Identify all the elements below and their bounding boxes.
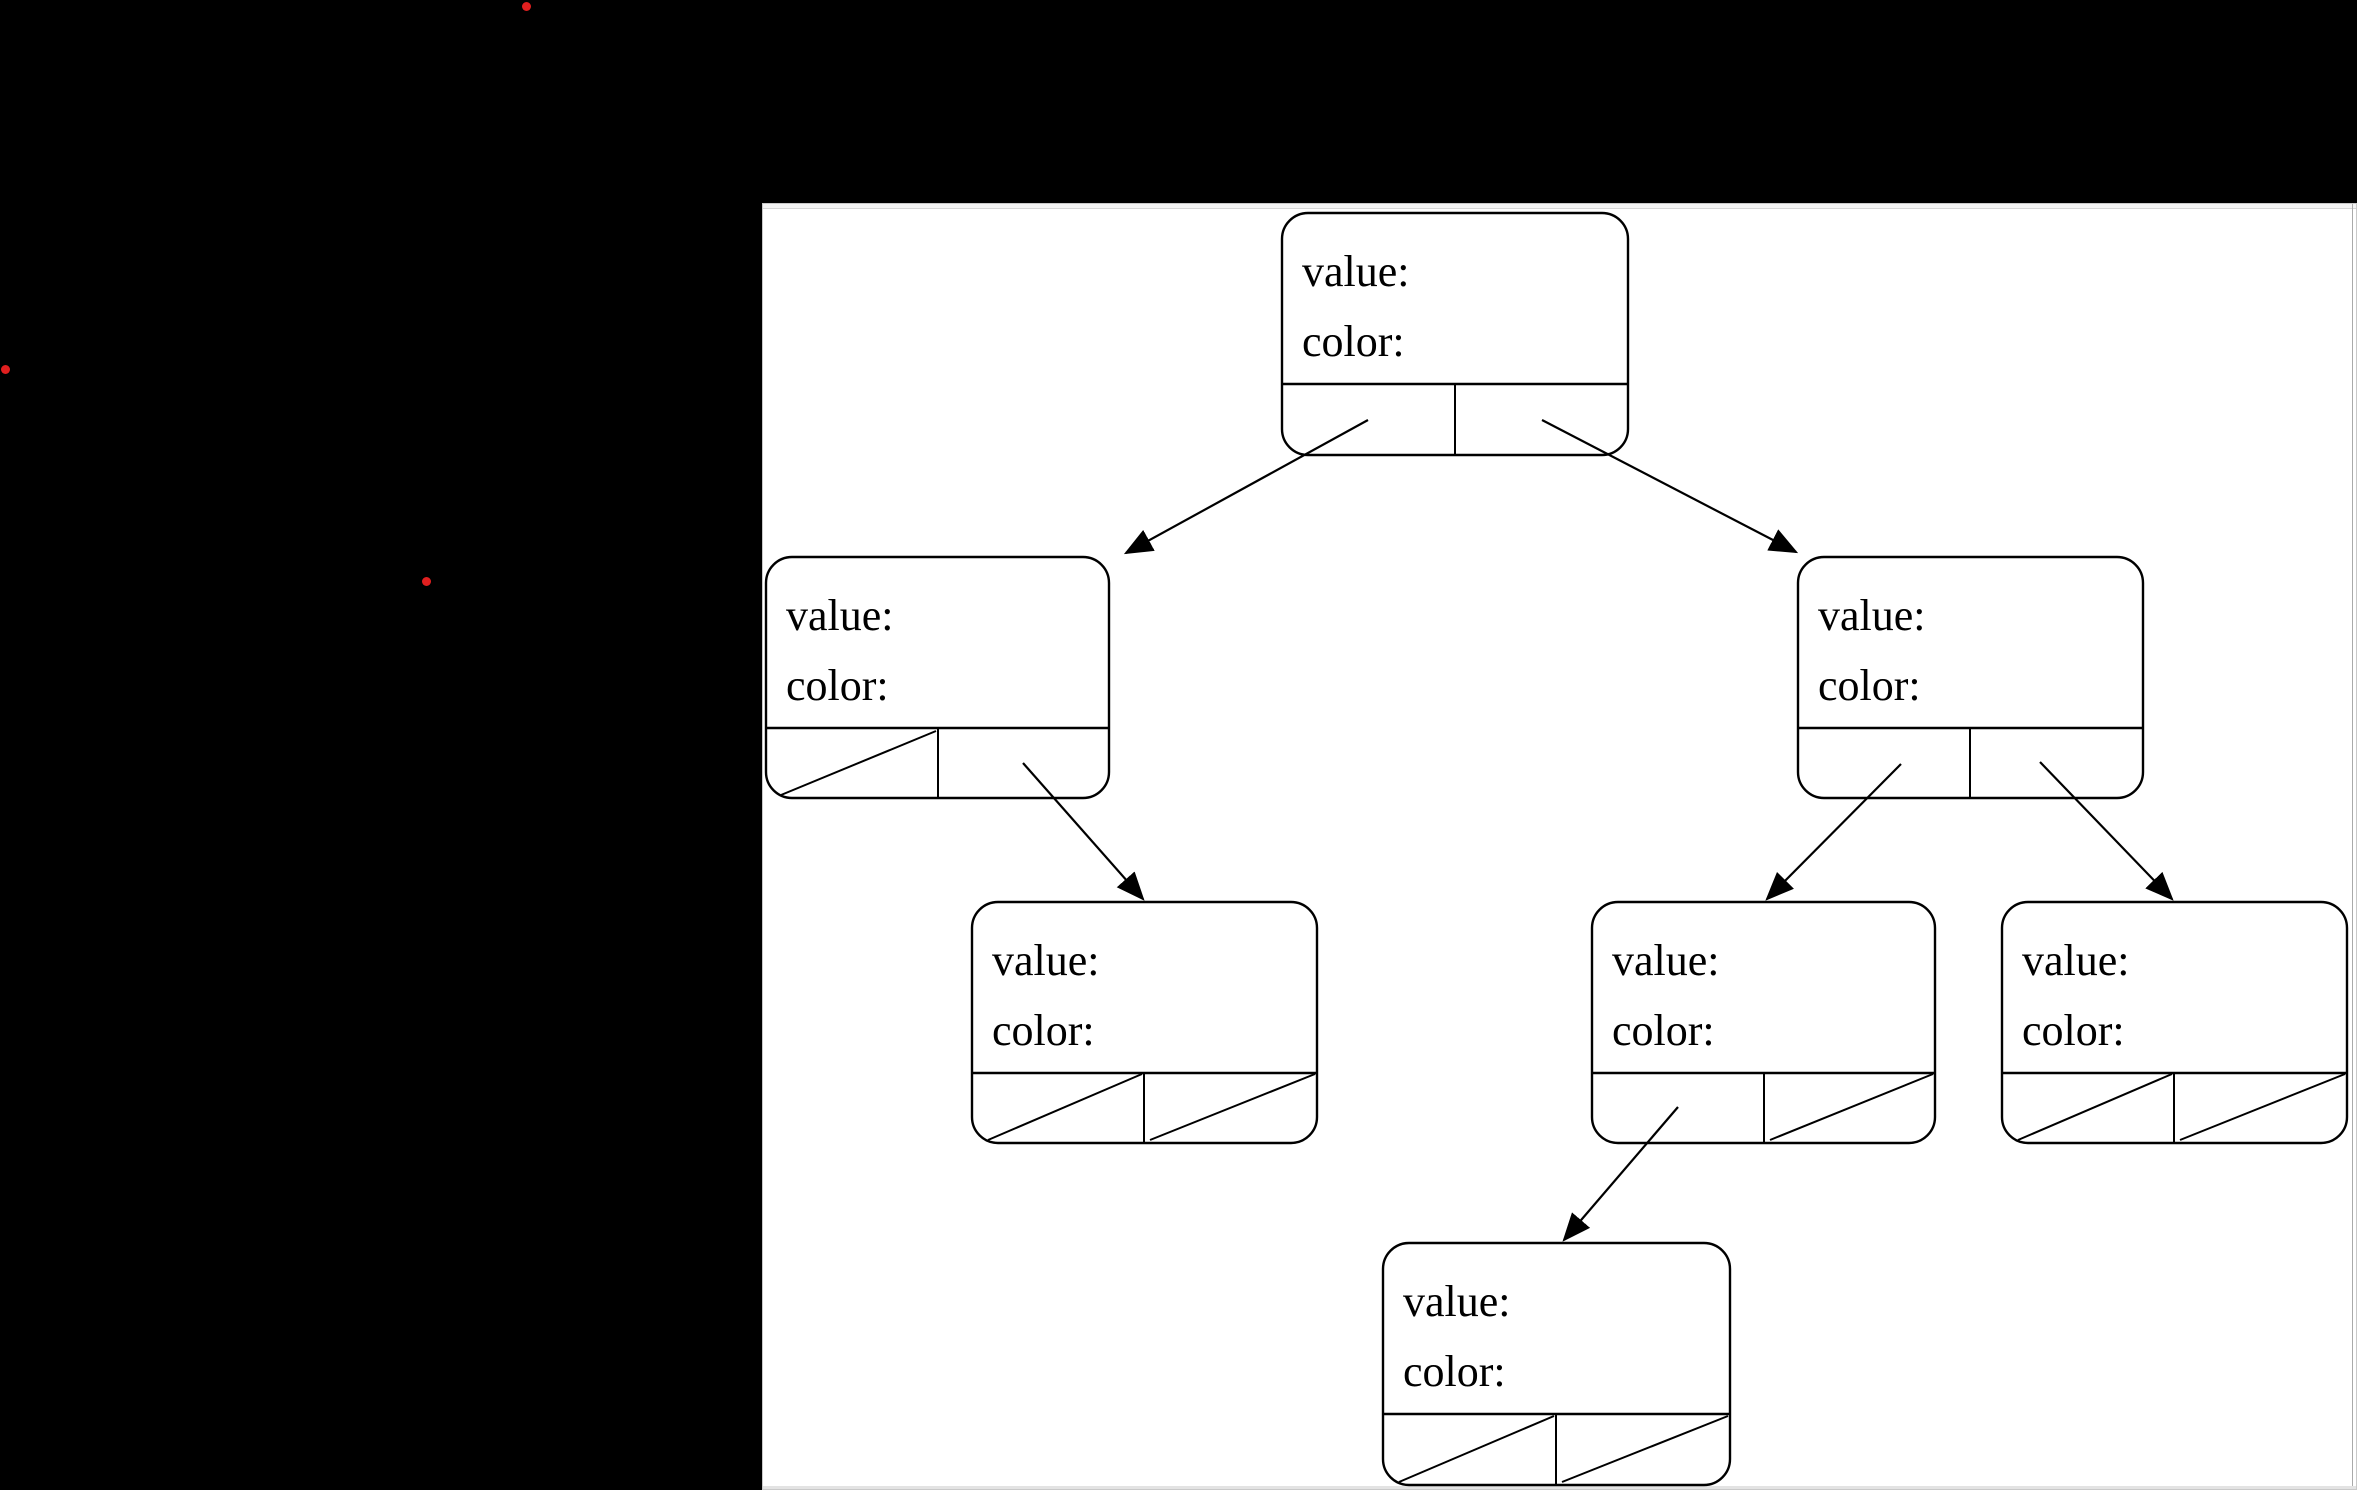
null-pointer-slash	[2179, 1073, 2346, 1141]
tree-node-right-left-grandchild: value: color:	[1590, 900, 1937, 1145]
null-pointer-slash	[1149, 1073, 1316, 1141]
node-color-label: color:	[992, 1006, 1095, 1055]
edge-left-child-to-right-grandchild	[1022, 762, 1145, 901]
edge-right-child-to-right-grandchild	[2039, 761, 2174, 901]
node-value-label: value:	[2022, 936, 2130, 985]
node-color-label: color:	[1612, 1006, 1715, 1055]
panel-top-border	[763, 204, 2356, 209]
node-color-label: color:	[2022, 1006, 2125, 1055]
null-pointer-slash	[2017, 1073, 2173, 1141]
red-marker-dot	[1, 365, 10, 374]
red-marker-dot	[522, 2, 531, 11]
null-pointer-slash	[780, 730, 937, 796]
node-value-label: value:	[1612, 936, 1720, 985]
edge-root-to-left-child	[1123, 419, 1369, 555]
node-value-label: value:	[1818, 591, 1926, 640]
tree-node-bottom: value: color:	[1381, 1241, 1732, 1487]
edge-right-left-grandchild-to-bottom-node	[1562, 1106, 1679, 1242]
null-pointer-slash	[1769, 1073, 1934, 1141]
null-pointer-slash	[1561, 1415, 1729, 1483]
tree-node-left-right-grandchild: value: color:	[970, 900, 1319, 1145]
red-marker-dot	[422, 577, 431, 586]
tree-node-right-right-grandchild: value: color:	[2000, 900, 2349, 1145]
panel-bottom-border	[763, 1486, 2356, 1489]
edge-root-to-right-child	[1541, 419, 1799, 554]
null-pointer-slash	[1398, 1415, 1555, 1483]
node-color-label: color:	[1302, 317, 1405, 366]
tree-node-right-child: value: color:	[1796, 555, 2145, 800]
tree-node-left-child: value: color:	[764, 555, 1111, 800]
panel-right-border	[2352, 204, 2353, 1489]
node-value-label: value:	[786, 591, 894, 640]
tree-node-root: value: color:	[1280, 211, 1630, 457]
node-color-label: color:	[1403, 1347, 1506, 1396]
null-pointer-slash	[987, 1073, 1143, 1141]
node-value-label: value:	[992, 936, 1100, 985]
node-color-label: color:	[786, 661, 889, 710]
edge-right-child-to-left-grandchild	[1765, 763, 1902, 901]
node-value-label: value:	[1302, 247, 1410, 296]
node-color-label: color:	[1818, 661, 1921, 710]
node-value-label: value:	[1403, 1277, 1511, 1326]
